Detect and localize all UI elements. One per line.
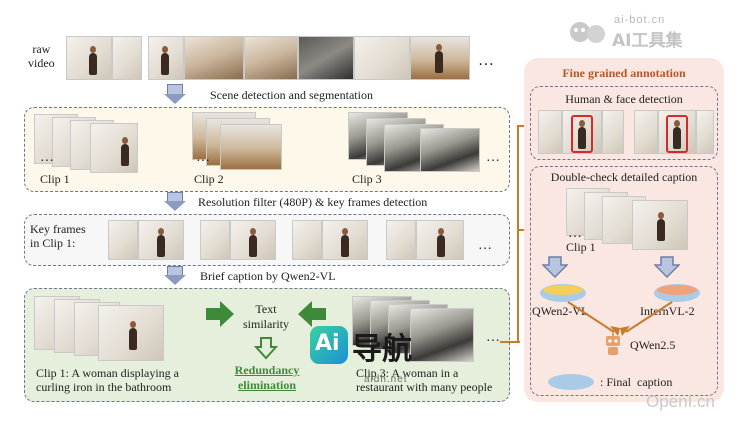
aidh-watermark-url: aidh.net [364,374,408,385]
raw-frame [410,36,470,80]
raw-video-ellipsis: … [478,52,494,69]
caption-clip3: Clip 3: A woman in a restaurant with man… [356,366,493,394]
raw-frame [148,36,184,80]
aidh-watermark-logo: Ai [310,326,348,364]
qwen2vl-cloud-icon [540,284,586,302]
keyframes-ellipsis: … [478,238,492,253]
model-qwen2vl: QWen2-VL [532,304,589,318]
raw-video-label: raw video [28,42,55,70]
redundancy-elimination: Redundancy elimination [234,363,300,392]
clip1-label: Clip 1 [40,172,70,186]
human-face-label: Human & face detection [565,92,683,106]
model-qwen25: QWen2.5 [630,338,676,352]
step-scene-detection: Scene detection and segmentation [210,88,373,102]
final-caption-label: : Final caption [600,375,673,389]
clip2-ellipsis: … [196,150,210,165]
watermark-url-top: ai-bot.cn [614,14,666,26]
human-face-panel [530,86,718,160]
watermark-brand-top: AI工具集 [612,31,683,51]
right-model-down-arrow-icon [654,256,680,278]
fine-grained-title: Fine grained annotation [562,66,686,80]
aidh-watermark-text: 导航 [352,332,412,367]
caption-clip3-ellipsis: … [486,330,500,345]
converge-arrows [567,301,673,336]
step-resolution-filter: Resolution filter (480P) & key frames de… [198,195,428,209]
right-clip-ellipsis: … [568,226,582,241]
internvl-cloud-icon [654,284,700,302]
text-similarity-label: Text similarity [243,302,289,331]
double-check-panel [530,166,718,396]
final-caption-cloud-icon [548,374,594,390]
hollow-down-arrow-icon [254,337,278,360]
clip1-ellipsis: … [40,150,54,165]
watermark-logo [566,18,610,48]
clip3-label: Clip 3 [352,172,382,186]
raw-frame [184,36,244,80]
double-check-label: Double-check detailed caption [550,170,698,184]
clip2-label: Clip 2 [194,172,224,186]
robot-logo-icon [570,22,605,43]
clip3-ellipsis: … [486,150,500,165]
green-left-arrow-icon [298,301,326,327]
left-model-down-arrow-icon [542,256,568,278]
caption-clip1: Clip 1: A woman displaying a curling iro… [36,366,179,394]
keyframes-label: Key frames in Clip 1: [30,222,86,250]
raw-frame [244,36,298,80]
openi-watermark: OpenI.cn [646,392,715,411]
raw-frame [298,36,354,80]
step-brief-caption: Brief caption by Qwen2-VL [200,269,336,283]
raw-frame [66,36,112,80]
robot-icon [606,332,620,355]
raw-frame [354,36,410,80]
right-clip-label: Clip 1 [566,240,596,254]
green-right-arrow-icon [206,301,234,327]
raw-frame [112,36,142,80]
